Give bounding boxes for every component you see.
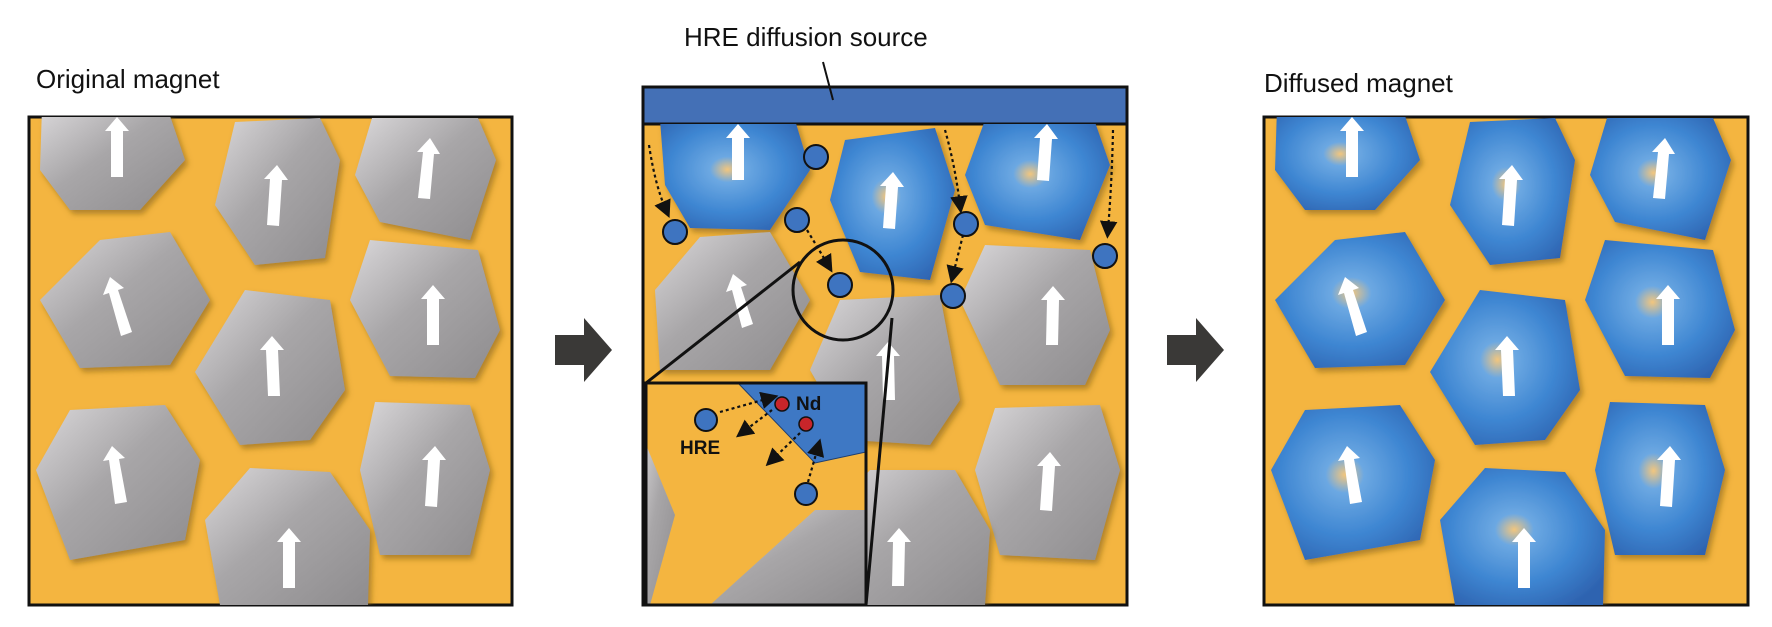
exchange-path	[765, 432, 801, 467]
grain	[965, 124, 1110, 240]
exchange-path	[806, 438, 825, 483]
grain	[40, 232, 210, 368]
white-up-arrow-icon	[422, 446, 446, 507]
white-up-arrow-icon	[726, 274, 753, 328]
zoom-line	[645, 260, 801, 385]
hre-label: HRE	[680, 438, 720, 459]
hre-atom	[662, 219, 688, 245]
hre-source-label: HRE diffusion source	[684, 22, 928, 52]
white-up-arrow-icon	[103, 277, 132, 336]
white-up-arrow-icon	[1037, 452, 1061, 511]
white-up-arrow-icon	[1034, 124, 1058, 181]
diffusion-path	[1099, 129, 1118, 239]
nd-label: Nd	[796, 394, 821, 415]
source-leader-line	[822, 61, 834, 101]
hre-atoms	[662, 144, 1118, 309]
inset-hre-atom	[694, 408, 718, 432]
grain	[655, 232, 810, 370]
hre-diffusion-source-bar	[641, 85, 1129, 126]
blue-grains	[1271, 117, 1735, 605]
grain	[1595, 402, 1725, 555]
nd-atom	[774, 396, 790, 412]
zoom-inset: Nd HRE	[644, 381, 868, 607]
grain	[1585, 240, 1735, 378]
white-up-arrow-icon	[1512, 528, 1536, 588]
white-up-arrow-icon	[726, 124, 750, 180]
nd-atom	[798, 416, 814, 432]
right-block-arrow-icon	[1167, 318, 1224, 382]
inset-gray-grain	[646, 444, 675, 605]
white-up-arrow-icon	[1495, 336, 1519, 396]
grain	[1275, 232, 1445, 368]
magnetization-arrows	[103, 117, 446, 588]
mixed-grains	[655, 124, 1120, 605]
white-up-arrow-icon	[1499, 165, 1523, 226]
diffusion-process-panel: Nd HRE	[641, 61, 1129, 607]
diffused-magnetization-arrows	[1338, 117, 1681, 588]
white-up-arrow-icon	[260, 336, 284, 396]
white-up-arrow-icon	[887, 528, 911, 586]
hre-atom	[784, 207, 810, 233]
white-up-arrow-icon	[1041, 286, 1065, 345]
hre-atom	[803, 144, 829, 170]
grain	[350, 240, 500, 378]
inset-hre-atom	[794, 482, 818, 506]
inset-gray-grain	[710, 510, 866, 605]
diffusion-path	[943, 129, 968, 214]
white-up-arrow-icon	[421, 285, 445, 345]
white-up-arrow-icon	[277, 528, 301, 588]
white-up-arrow-icon	[1656, 285, 1680, 345]
diffused-magnet-label: Diffused magnet	[1264, 68, 1453, 98]
zoom-line	[864, 317, 894, 606]
original-magnet-label: Original magnet	[36, 64, 220, 94]
grain	[360, 402, 490, 555]
white-up-arrow-icon	[103, 446, 127, 504]
diffused-magnet-panel	[1262, 115, 1750, 607]
zoom-circle	[791, 238, 895, 342]
white-up-arrow-icon	[1652, 138, 1675, 199]
white-up-arrow-icon	[1657, 446, 1681, 507]
diffusion-path	[647, 144, 671, 219]
white-up-arrow-icon	[880, 172, 904, 229]
hre-atom	[940, 283, 966, 309]
grain	[960, 245, 1110, 385]
white-up-arrow-icon	[1338, 277, 1367, 336]
exchange-path	[719, 391, 779, 414]
original-magnet-panel	[27, 115, 514, 607]
hre-atom	[953, 211, 979, 237]
white-up-arrow-icon	[417, 138, 440, 199]
hre-atom	[1092, 243, 1118, 269]
diffusion-path	[946, 234, 965, 284]
white-up-arrow-icon	[105, 117, 129, 177]
white-up-arrow-icon	[264, 165, 288, 226]
white-up-arrow-icon	[1338, 446, 1362, 504]
white-up-arrow-icon	[1340, 117, 1364, 177]
exchange-path	[735, 409, 773, 438]
right-block-arrow-icon	[555, 318, 612, 382]
hre-atom	[827, 272, 853, 298]
